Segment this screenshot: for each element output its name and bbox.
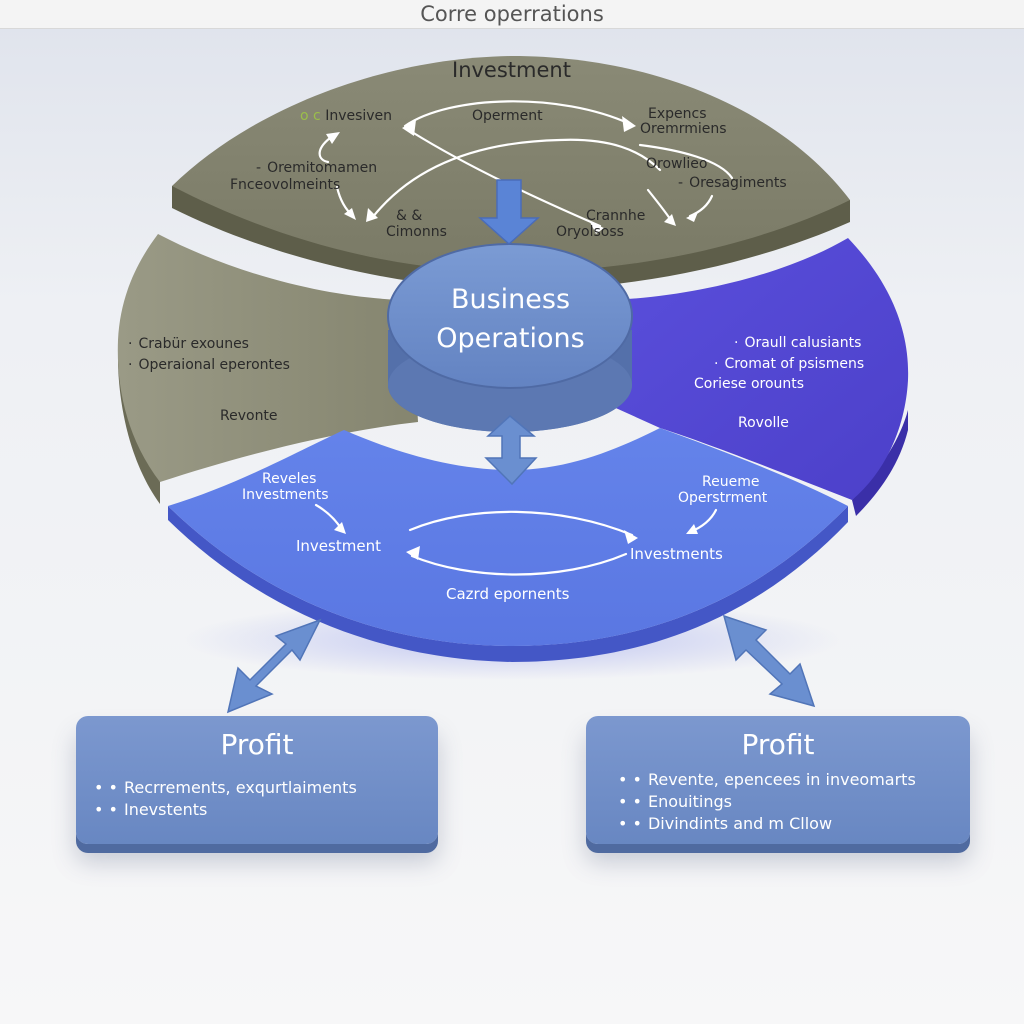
- arrowheads: [326, 116, 698, 560]
- center-line-2: Operations: [436, 323, 585, 354]
- card-item-text: Recrrements, exqurtlaiments: [123, 778, 357, 797]
- top-label: Expencs: [648, 106, 707, 122]
- bottom-segment[interactable]: [168, 428, 848, 646]
- card-item: • •Recrrements, exqurtlaiments: [94, 778, 357, 797]
- bidirectional-arrow-icon: [226, 415, 816, 714]
- left-label: Revonte: [220, 408, 278, 424]
- right-segment-side: [852, 410, 908, 516]
- top-label: Oryolsoss: [556, 224, 624, 240]
- top-segment[interactable]: [172, 56, 850, 272]
- center-hub-label: Business Operations: [398, 280, 623, 358]
- top-label: -Oremitomamen: [256, 160, 378, 176]
- card-title: Profit: [741, 728, 815, 761]
- top-label-text: Invesiven: [325, 108, 393, 124]
- right-label: ·Cromat of psismens: [714, 356, 865, 372]
- bottom-label: Operstrment: [678, 490, 768, 506]
- bottom-label: Investment: [296, 537, 381, 555]
- card-item: • •Divindints and m Cllow: [618, 814, 833, 833]
- card-title: Profit: [220, 728, 294, 761]
- left-label-text: Crabür exounes: [138, 336, 249, 352]
- bottom-label: Investments: [630, 545, 723, 563]
- page-title: Corre operrations: [420, 2, 604, 26]
- top-label: Orowlieo: [646, 156, 708, 172]
- card-item-text: Revente, epencees in inveomarts: [647, 770, 916, 789]
- card-item: • •Revente, epencees in inveomarts: [618, 770, 916, 789]
- bottom-label: Reveles: [262, 471, 317, 487]
- right-label: Rovolle: [738, 415, 789, 431]
- bottom-label: Cazrd epornents: [446, 585, 570, 603]
- center-line-1: Business: [450, 284, 571, 315]
- top-label-text: Oremitomamen: [267, 160, 378, 176]
- top-segment-title: Investment: [452, 58, 571, 82]
- top-label-text: Oresagiments: [689, 175, 787, 191]
- card-item-text: Divindints and m Cllow: [647, 814, 833, 833]
- left-label: ·Crabür exounes: [128, 336, 249, 352]
- title-bar: [0, 0, 1024, 29]
- right-label: ·Oraull calusiants: [734, 335, 862, 351]
- top-label: & &: [396, 208, 423, 224]
- card-item-text: Inevstents: [123, 800, 208, 819]
- down-arrow-icon: [478, 179, 540, 246]
- card-item: • •Inevstents: [94, 800, 208, 819]
- left-label-text: Operaional eperontes: [138, 357, 290, 373]
- right-segment[interactable]: [598, 238, 909, 500]
- top-label: Crannhe: [586, 208, 646, 224]
- cycle-arrow-icon: [314, 100, 734, 576]
- profit-card-right[interactable]: Profit • •Revente, epencees in inveomart…: [586, 716, 970, 844]
- top-label: -Oresagiments: [678, 175, 787, 191]
- right-label-text: Oraull calusiants: [744, 335, 862, 351]
- left-label: ·Operaional eperontes: [128, 357, 290, 373]
- top-label: Operment: [472, 108, 543, 124]
- top-label: Fnceovolmeints: [230, 177, 341, 193]
- right-label-text: Cromat of psismens: [724, 356, 865, 372]
- top-label: Cimonns: [386, 224, 447, 240]
- bottom-label: Investments: [242, 487, 329, 503]
- top-label: o c Invesiven: [300, 108, 393, 124]
- left-segment[interactable]: [117, 234, 419, 482]
- bottom-segment-side: [168, 506, 848, 662]
- right-label: Coriese orounts: [694, 376, 805, 392]
- bottom-label: Reueme: [702, 474, 760, 490]
- card-item-text: Enouitings: [647, 792, 732, 811]
- top-label: Oremrmiens: [640, 121, 727, 137]
- card-item: • •Enouitings: [618, 792, 732, 811]
- profit-card-left[interactable]: Profit • •Recrrements, exqurtlaiments • …: [76, 716, 438, 844]
